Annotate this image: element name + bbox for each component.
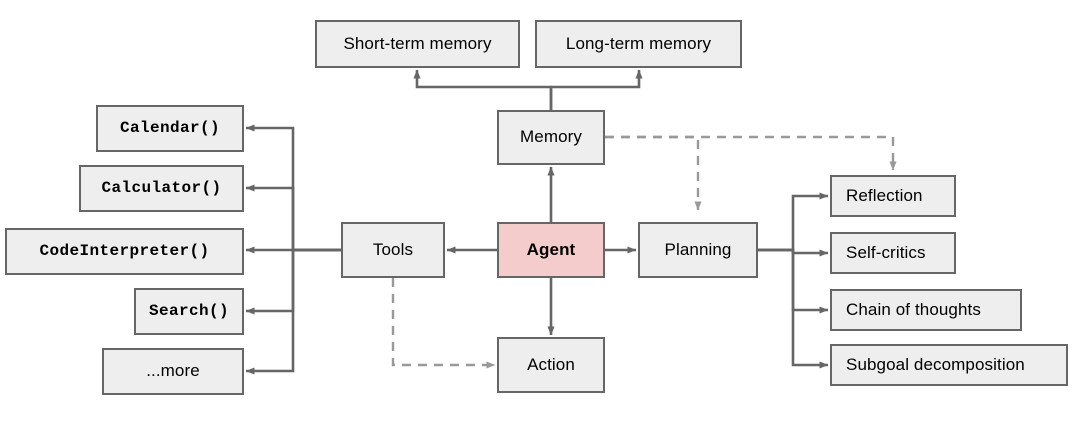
node-calendar[interactable]: Calendar() — [96, 105, 244, 152]
edge-tools-to-calendar — [245, 124, 341, 252]
edge-tools-to-more — [245, 248, 341, 375]
node-long-term-memory[interactable]: Long-term memory — [535, 20, 742, 68]
node-tools-label: Tools — [372, 239, 414, 259]
node-subgoal-decomposition-label: Subgoal decomposition — [846, 354, 1025, 374]
node-calculator-label: Calculator() — [101, 178, 222, 197]
node-self-critics-label: Self-critics — [846, 242, 926, 262]
node-chain-of-thoughts-label: Chain of thoughts — [846, 299, 981, 319]
node-planning[interactable]: Planning — [638, 222, 758, 278]
node-search[interactable]: Search() — [134, 288, 244, 335]
node-tools[interactable]: Tools — [341, 222, 445, 278]
edge-tools-to-action-dashed — [391, 278, 496, 369]
edge-memory-to-reflection-dashed — [605, 135, 897, 171]
node-search-label: Search() — [148, 301, 229, 320]
edge-memory-to-short-term-memory — [413, 69, 553, 110]
node-agent-label: Agent — [526, 239, 576, 259]
node-self-critics[interactable]: Self-critics — [830, 232, 956, 274]
node-short-term-memory[interactable]: Short-term memory — [315, 20, 520, 68]
node-agent[interactable]: Agent — [497, 222, 605, 278]
edge-tools-to-calculator — [245, 184, 341, 252]
node-calendar-label: Calendar() — [119, 118, 220, 137]
node-reflection[interactable]: Reflection — [830, 175, 956, 217]
node-code-interpreter[interactable]: CodeInterpreter() — [5, 228, 244, 275]
node-short-term-memory-label: Short-term memory — [343, 33, 492, 53]
node-memory[interactable]: Memory — [497, 110, 605, 165]
edge-planning-to-self-critics — [758, 248, 829, 257]
node-subgoal-decomposition[interactable]: Subgoal decomposition — [830, 344, 1068, 386]
node-memory-label: Memory — [520, 127, 582, 147]
edge-planning-to-reflection — [758, 192, 829, 252]
node-chain-of-thoughts[interactable]: Chain of thoughts — [830, 289, 1022, 331]
node-more-label: ...more — [146, 361, 200, 381]
node-more[interactable]: ...more — [102, 348, 244, 395]
node-reflection-label: Reflection — [846, 185, 923, 205]
node-planning-label: Planning — [664, 239, 732, 259]
edge-memory-to-planning-dashed — [605, 135, 702, 211]
node-action[interactable]: Action — [497, 337, 605, 393]
node-code-interpreter-label: CodeInterpreter() — [39, 241, 210, 260]
edge-tools-to-search — [245, 248, 341, 315]
edge-planning-to-chain-of-thoughts — [758, 248, 829, 314]
node-action-label: Action — [527, 354, 575, 374]
edge-memory-to-long-term-memory — [549, 69, 643, 110]
node-long-term-memory-label: Long-term memory — [565, 33, 712, 53]
node-calculator[interactable]: Calculator() — [79, 165, 244, 212]
edge-planning-to-subgoal-decomposition — [758, 248, 829, 369]
